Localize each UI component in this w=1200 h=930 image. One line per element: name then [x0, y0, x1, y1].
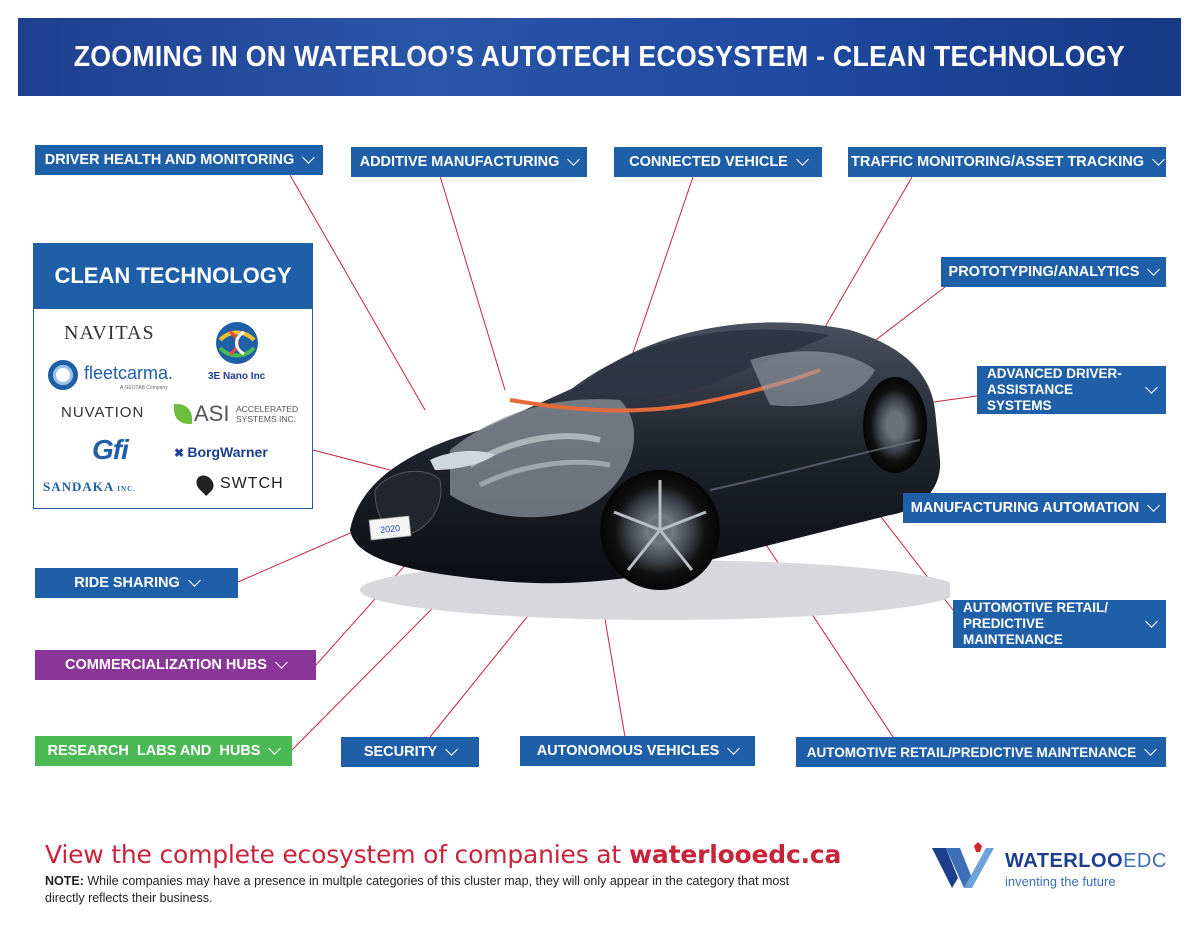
chevron-down-icon — [1144, 743, 1158, 756]
category-driver-health[interactable]: DRIVER HEALTH AND MONITORING — [35, 145, 323, 175]
category-adas[interactable]: ADVANCED DRIVER- ASSISTANCE SYSTEMS — [977, 366, 1166, 414]
chevron-down-icon — [1145, 615, 1158, 628]
waterloo-name-light: EDC — [1123, 850, 1167, 872]
swtch-name: SWTCH — [220, 475, 284, 492]
note-text: While companies may have a presence in m… — [45, 874, 790, 905]
car-windshield — [570, 329, 830, 410]
chevron-down-icon — [1147, 263, 1161, 276]
borgwarner-logo[interactable]: ✖ BorgWarner — [174, 444, 268, 460]
note-label: NOTE: — [45, 874, 84, 888]
category-label: MANUFACTURING AUTOMATION — [910, 500, 1140, 516]
fleetcarma-logo[interactable]: fleetcarma. A GEOTAB Company — [48, 360, 198, 394]
chevron-down-icon — [1152, 153, 1165, 166]
3e-nano-logo[interactable]: 3E Nano Inc — [204, 320, 274, 386]
gfi-logo[interactable]: Gfi — [92, 434, 129, 466]
category-prototyping-analytics[interactable]: PROTOTYPING/ANALYTICS — [941, 257, 1166, 287]
waterloo-edc-tagline: inventing the future — [1005, 874, 1116, 889]
swtch-pin-icon — [192, 471, 218, 497]
asi-subtitle-2: SYSTEMS INC. — [236, 414, 296, 424]
chevron-down-icon — [567, 153, 581, 166]
footer-call-to-action: View the complete ecosystem of companies… — [45, 840, 841, 869]
waterloo-edc-logo[interactable]: WATERLOOEDC inventing the future — [930, 842, 1170, 892]
category-label: SECURITY — [363, 744, 438, 760]
connector-driver-health — [289, 174, 426, 411]
car-plate-year: 2020 — [380, 523, 401, 535]
category-label: AUTOMOTIVE RETAIL/PREDICTIVE MAINTENANCE — [806, 744, 1137, 760]
nuvation-name: NUVATION — [61, 404, 145, 421]
category-label: COMMERCIALIZATION HUBS — [65, 657, 267, 673]
page-title: ZOOMING IN ON WATERLOO’S AUTOTECH ECOSYS… — [73, 40, 1126, 73]
borgwarner-name: BorgWarner — [187, 444, 268, 460]
footer-cta-text: View the complete ecosystem of companies… — [45, 840, 622, 869]
swtch-logo[interactable]: SWTCH — [192, 471, 306, 500]
category-manufacturing-automation[interactable]: MANUFACTURING AUTOMATION — [903, 493, 1166, 523]
fleetcarma-subtitle: A GEOTAB Company — [120, 385, 168, 391]
category-security[interactable]: SECURITY — [341, 737, 479, 767]
sandaka-name: SANDAKA — [43, 479, 115, 494]
car-license-plate — [368, 515, 412, 541]
category-label: CONNECTED VEHICLE — [629, 154, 788, 170]
chevron-down-icon — [1145, 381, 1158, 394]
waterloo-edc-name: WATERLOOEDC — [1005, 850, 1167, 873]
category-additive-manufacturing[interactable]: ADDITIVE MANUFACTURING — [351, 147, 587, 177]
category-ride-sharing[interactable]: RIDE SHARING — [35, 568, 238, 598]
chevron-down-icon — [727, 742, 741, 755]
category-label: RIDE SHARING — [74, 575, 180, 591]
waterloo-name-bold: WATERLOO — [1005, 850, 1124, 872]
category-traffic-monitoring[interactable]: TRAFFIC MONITORING/ASSET TRACKING — [848, 147, 1166, 177]
category-label: AUTOMOTIVE RETAIL/ PREDICTIVE MAINTENANC… — [963, 600, 1108, 647]
asi-logo[interactable]: ASI ACCELERATED SYSTEMS INC. — [174, 400, 314, 430]
category-label: RESEARCH LABS AND HUBS — [47, 743, 261, 759]
category-connected-vehicle[interactable]: CONNECTED VEHICLE — [614, 147, 822, 177]
3e-nano-globe-icon — [216, 322, 258, 364]
navitas-name: NAVITAS — [64, 322, 155, 344]
chevron-down-icon — [187, 574, 201, 587]
category-label: TRAFFIC MONITORING/ASSET TRACKING — [851, 154, 1144, 170]
category-commercialization-hubs[interactable]: COMMERCIALIZATION HUBS — [35, 650, 316, 680]
navitas-logo[interactable]: NAVITAS — [64, 322, 155, 345]
sandaka-suffix: INC. — [117, 485, 136, 493]
waterloo-w-icon — [932, 842, 994, 888]
category-research-labs[interactable]: RESEARCH LABS AND HUBS — [35, 736, 292, 766]
clean-technology-panel: CLEAN TECHNOLOGY NAVITAS 3E Nano Inc fle… — [33, 243, 313, 509]
connector-additive — [439, 175, 506, 391]
category-label: ADDITIVE MANUFACTURING — [359, 154, 560, 170]
gfi-name: Gfi — [92, 434, 129, 465]
footer-note: NOTE: While companies may have a presenc… — [45, 873, 825, 907]
chevron-down-icon — [275, 656, 288, 669]
chevron-down-icon — [302, 151, 316, 164]
footer-website-link[interactable]: waterlooedc.ca — [629, 840, 842, 869]
fleetcarma-ring-icon — [48, 360, 78, 390]
car-cutaway-illustration: 2020 — [350, 322, 950, 620]
chevron-down-icon — [795, 153, 809, 166]
chevron-down-icon — [268, 742, 282, 755]
asi-subtitle-1: ACCELERATED — [236, 404, 299, 414]
category-autonomous-vehicles[interactable]: AUTONOMOUS VEHICLES — [520, 736, 755, 766]
clean-technology-heading: CLEAN TECHNOLOGY — [33, 243, 313, 309]
asi-name: ASI — [194, 401, 230, 426]
category-label: ADVANCED DRIVER- ASSISTANCE SYSTEMS — [987, 366, 1122, 413]
car-engine-cutaway — [450, 399, 635, 518]
chevron-down-icon — [1147, 499, 1161, 512]
title-banner: ZOOMING IN ON WATERLOO’S AUTOTECH ECOSYS… — [18, 18, 1181, 96]
chevron-down-icon — [445, 743, 459, 756]
3e-nano-name: 3E Nano Inc — [208, 371, 266, 382]
asi-leaf-icon — [174, 404, 192, 424]
fleetcarma-name: fleetcarma. — [84, 363, 174, 383]
category-label: PROTOTYPING/ANALYTICS — [948, 264, 1140, 280]
category-label: DRIVER HEALTH AND MONITORING — [44, 152, 295, 168]
borgwarner-icon: ✖ — [174, 446, 188, 460]
category-automotive-retail-right[interactable]: AUTOMOTIVE RETAIL/ PREDICTIVE MAINTENANC… — [953, 600, 1166, 648]
nuvation-logo[interactable]: NUVATION — [61, 404, 144, 421]
category-label: AUTONOMOUS VEHICLES — [536, 743, 720, 759]
connector-clean-tech — [312, 449, 391, 471]
category-automotive-retail-bottom[interactable]: AUTOMOTIVE RETAIL/PREDICTIVE MAINTENANCE — [796, 737, 1166, 767]
